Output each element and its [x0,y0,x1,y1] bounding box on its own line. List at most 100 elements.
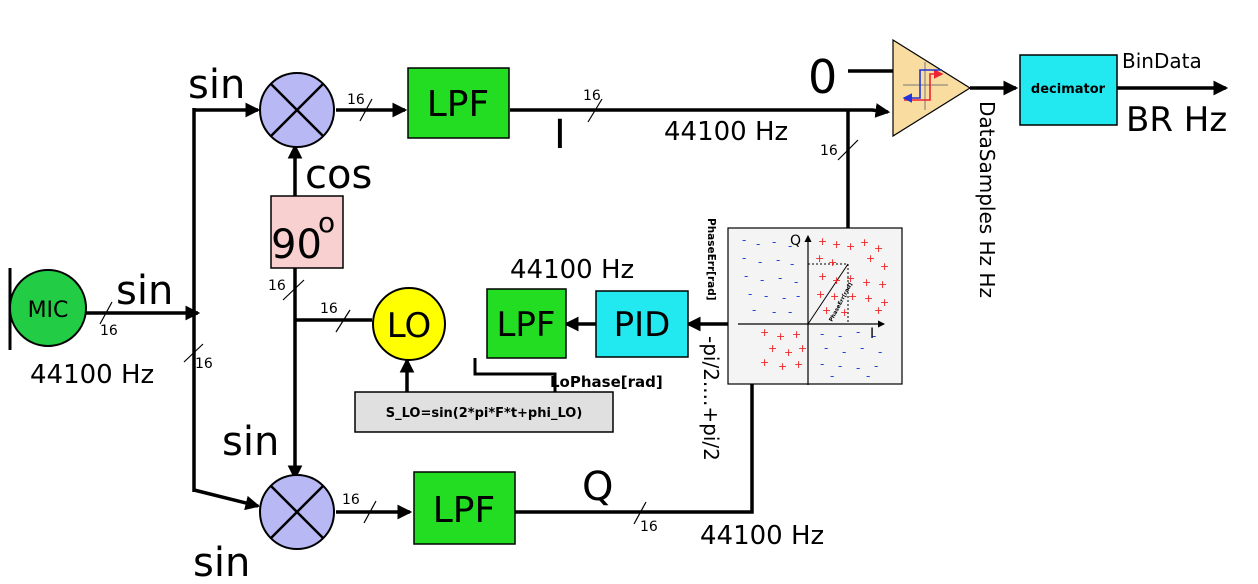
plus-mark: + [864,292,873,305]
minus-mark: - [820,357,824,371]
mic-sin-label: sin [116,268,173,314]
minus-mark: - [794,275,798,289]
minus-mark: - [764,289,768,303]
plus-mark: + [832,238,841,251]
bus-i-out: 16 [583,88,601,104]
plus-mark: + [792,328,801,341]
plus-mark: + [816,288,825,301]
decimator-block [1019,54,1118,126]
wire-i-to-comparator [510,103,891,118]
plus-mark: + [778,360,787,373]
plus-mark: + [830,290,839,303]
plot-i-label: I [870,326,874,342]
plus-mark: + [768,342,777,355]
minus-mark: - [744,269,748,283]
decimator-label: decimator [1031,82,1106,97]
comparator-block [892,38,972,138]
bus-lo-out: 16 [320,301,338,317]
formula-block [354,391,614,433]
pid-block [595,290,689,358]
cos-label: cos [305,152,372,198]
lpf-q-block [413,471,516,545]
minus-mark: - [860,341,864,355]
plus-mark: + [874,242,883,255]
plot-vector [807,263,849,325]
i-rate-label: 44100 Hz [664,117,788,147]
plus-mark: + [862,276,871,289]
plus-mark: + [815,252,824,265]
lower-mixer-sin-left-label: sin [222,419,279,465]
lophase-label: LoPhase[rad] [550,373,663,391]
plus-mark: + [840,306,849,319]
zero-label: 0 [808,50,837,104]
slash-lower-mix-out [363,500,377,524]
plus-mark: + [784,346,793,359]
bus-top-mix-out: 16 [347,92,365,108]
slash-split-down [183,343,204,363]
lpf-i-label: LPF [427,84,489,125]
datasamples-label: DataSamples Hz Hz [975,101,999,298]
bus-split-down: 16 [195,356,213,372]
pi-range-label: -pi/2....+pi/2 [699,336,723,461]
minus-mark: - [842,345,846,359]
minus-mark: - [760,273,764,287]
plus-mark: + [848,290,857,303]
q-signal-label: Q [582,464,613,510]
plus-mark: + [878,278,887,291]
lpf-q-label: LPF [433,490,495,531]
split-node [191,310,197,316]
minus-mark: - [838,359,842,373]
top-mixer [259,72,335,148]
plus-mark: + [860,236,869,249]
plus-mark: + [776,330,785,343]
slash-lo-out [335,309,351,333]
wire-lophase [473,358,557,392]
plus-mark: + [846,272,855,285]
lo-label: LO [387,306,432,346]
minus-mark: - [866,369,870,383]
minus-mark: - [872,329,876,343]
slash-lo-branch [282,279,305,301]
plus-mark: + [760,356,769,369]
minus-mark: - [758,255,762,269]
plus-mark: + [798,342,807,355]
phase-shift-degree: o [318,206,335,239]
q-rate-label: 44100 Hz [700,521,824,551]
minus-mark: - [824,341,828,355]
minus-mark: - [878,345,882,359]
plus-mark: + [832,274,841,287]
minus-mark: - [756,237,760,251]
bus-mic-out: 16 [100,323,118,339]
minus-mark: - [782,291,786,305]
plus-mark: + [794,358,803,371]
plus-mark: + [818,270,827,283]
slash-mic-out [99,301,113,325]
bus-i-down: 16 [820,143,838,159]
slash-top-mix-out [359,98,373,122]
minus-mark: - [776,253,780,267]
phase-error-plot: Q I PhaseErr[rad] ++++++++++++++++++++++… [727,227,903,385]
minus-mark: - [778,271,782,285]
minus-mark: - [788,305,792,319]
phaseerr-label: PhaseErr[rad] [705,218,717,301]
wire-to-lower-mixer [193,488,261,511]
lower-mixer-sin-bottom-label: sin [193,540,250,584]
slash-i-down [837,139,859,161]
phase-shift-label: 90 [271,222,322,268]
lpf-loop-label: LPF [496,305,555,345]
i-signal-label: I [554,112,566,158]
minus-mark: - [796,289,800,303]
plus-mark: + [846,240,855,253]
plus-mark: + [880,260,889,273]
minus-mark: - [838,329,842,343]
minus-mark: - [748,287,752,301]
pid-label: PID [614,305,671,345]
plot-q-label: Q [790,233,801,249]
slash-i-out [587,98,603,123]
slash-q-out [633,501,647,525]
bindata-label: BinData [1122,49,1202,73]
lo-block [372,287,446,361]
plus-mark: + [874,304,883,317]
minus-mark: - [788,239,792,253]
plus-mark: + [880,296,889,309]
